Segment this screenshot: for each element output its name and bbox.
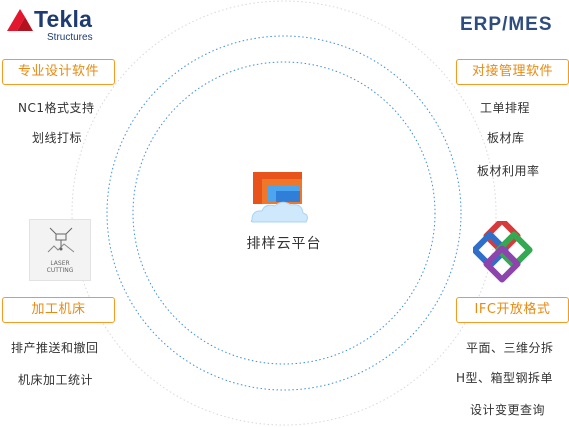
tekla-wordmark: Tekla — [34, 6, 93, 32]
tag-machine-tools: 加工机床 — [2, 297, 115, 323]
platform-logo-icon — [250, 172, 308, 223]
laser-text-line2: CUTTING — [46, 267, 74, 274]
tekla-triangle-icon — [7, 9, 33, 31]
inner-ring — [132, 61, 436, 365]
list-item: 划线打标 — [32, 131, 83, 145]
list-item: 板材库 — [487, 131, 525, 145]
middle-ring — [106, 35, 462, 391]
tag-professional-design: 专业设计软件 — [2, 59, 115, 85]
tekla-subtitle: Structures — [47, 32, 93, 43]
list-item: H型、箱型钢拆单 — [456, 371, 554, 385]
center-platform-label: 排样云平台 — [246, 236, 322, 252]
tag-management-integration: 对接管理软件 — [456, 59, 569, 85]
list-item: 平面、三维分拆 — [466, 341, 554, 355]
ifc-logo-icon — [473, 221, 533, 283]
list-item: 设计变更查询 — [470, 403, 546, 417]
list-item: 板材利用率 — [477, 164, 540, 178]
laser-head-icon — [47, 227, 75, 253]
outer-ring — [71, 0, 497, 426]
tag-ifc-format: IFC开放格式 — [456, 297, 569, 323]
list-item: 工单排程 — [480, 101, 531, 115]
laser-text-line1: LASER — [50, 260, 70, 267]
erp-mes-logo: ERP/MES — [460, 14, 553, 35]
laser-cutting-logo: LASER CUTTING — [29, 219, 91, 281]
list-item: NC1格式支持 — [18, 101, 95, 115]
list-item: 机床加工统计 — [18, 373, 94, 387]
list-item: 排产推送和撤回 — [11, 341, 99, 355]
